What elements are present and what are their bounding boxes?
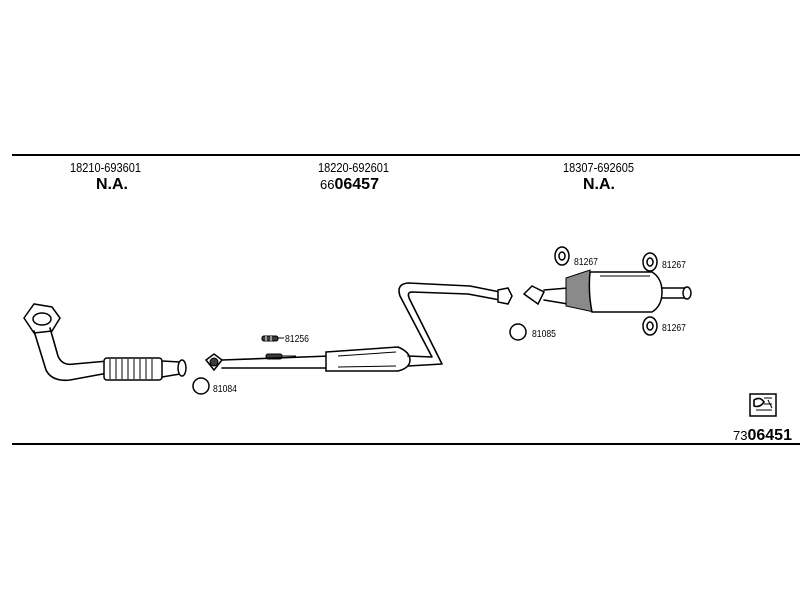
rear-muffler [522,269,692,313]
section-2-ref-main: 06457 [334,176,379,193]
callout-gasket-rear: 81085 [532,328,556,340]
catalog-logo-icon [749,393,777,417]
hanger-rubber-icon [642,252,658,272]
section-2-ref-prefix: 66 [320,177,335,192]
callout-clamp-front: 81256 [285,333,309,345]
top-divider-line [12,154,800,156]
callout-gasket-front: 81084 [213,383,237,395]
section-2-part-number: 18220-692601 [318,161,389,175]
hanger-rubber-icon [642,316,658,336]
diagram-ref-prefix: 73 [733,428,748,443]
callout-hanger-top-right: 81267 [662,259,686,271]
section-2-ref-number: 6606457 [320,176,379,194]
section-3-status: N.A. [583,176,615,193]
callout-hanger-top-left: 81267 [574,256,598,268]
diagram-ref-main: 06451 [747,427,792,444]
section-3-part-number: 18307-692605 [563,161,634,175]
section-1-status: N.A. [96,176,128,193]
front-flange-hole [32,312,52,326]
gasket-ring-icon [509,323,527,341]
hanger-rubber-icon [554,246,570,266]
diagram-ref-number: 7306451 [733,427,792,445]
clamp-icon [261,335,296,360]
bottom-divider-line [12,443,800,445]
section-1-part-number: 18210-693601 [70,161,141,175]
flex-pipe [103,357,163,381]
center-muffler-pipe [204,282,513,372]
front-pipe [23,303,187,382]
gasket-ring-icon [192,377,210,395]
center-muffler [325,346,411,372]
callout-hanger-bottom-right: 81267 [662,322,686,334]
